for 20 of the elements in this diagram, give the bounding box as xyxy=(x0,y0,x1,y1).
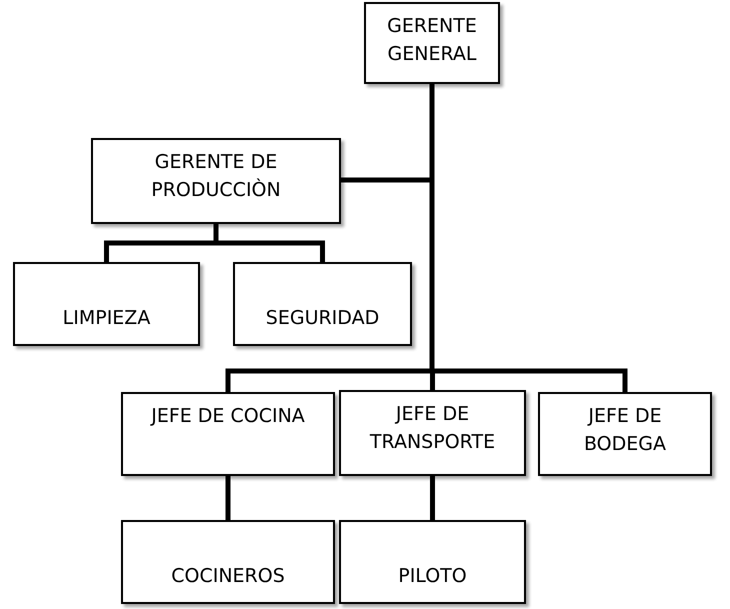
org-box xyxy=(121,520,335,604)
org-box xyxy=(121,392,335,476)
box-label: GERENTE GENERAL xyxy=(386,14,478,67)
box-label: SEGURIDAD xyxy=(266,306,380,331)
box-label: PILOTO xyxy=(398,564,467,589)
org-box xyxy=(364,2,500,84)
org-box xyxy=(233,262,412,346)
box-label: JEFE DE COCINA xyxy=(151,404,305,429)
org-box xyxy=(538,392,712,476)
box-label: LIMPIEZA xyxy=(62,306,150,331)
org-box xyxy=(13,262,200,346)
box-label: JEFE DE BODEGA xyxy=(582,404,667,457)
box-label: GERENTE DE PRODUCCIÒN xyxy=(150,150,282,203)
box-label: JEFE DE TRANSPORTE xyxy=(368,402,496,455)
connector-line xyxy=(430,476,435,520)
org-box xyxy=(339,390,526,476)
org-box xyxy=(91,138,341,224)
connector-line xyxy=(226,476,230,520)
org-box xyxy=(339,520,526,604)
box-label: COCINEROS xyxy=(171,564,285,589)
